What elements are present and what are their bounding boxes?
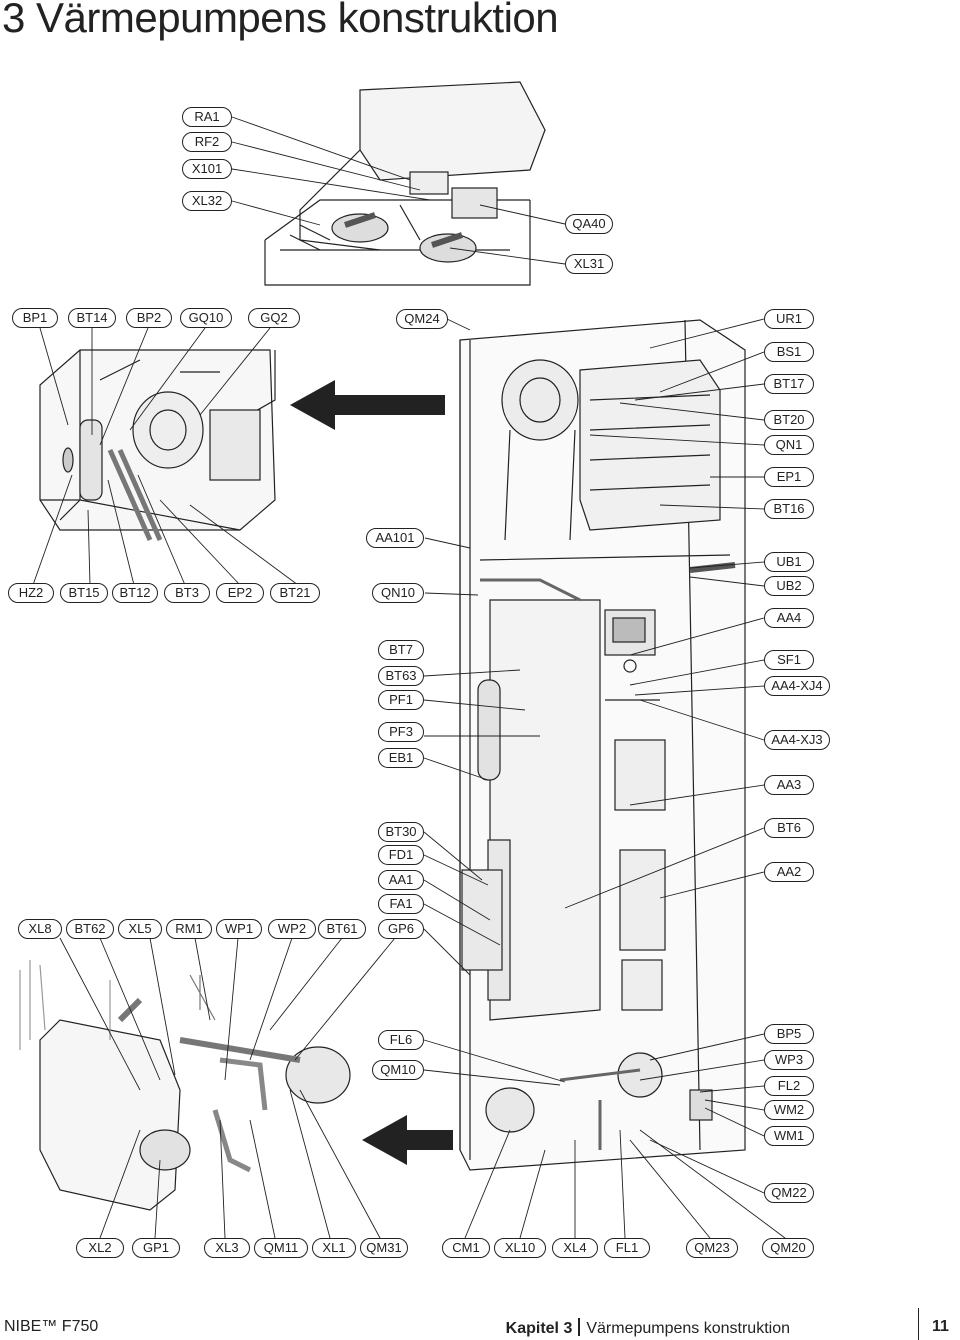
component-label: BT16 xyxy=(764,499,814,519)
component-label: BT12 xyxy=(112,583,158,603)
component-label: BT17 xyxy=(764,374,814,394)
component-label: SF1 xyxy=(764,650,814,670)
component-label: WM1 xyxy=(764,1126,814,1146)
component-label: QM24 xyxy=(396,309,448,329)
leader-lines xyxy=(32,116,786,1239)
component-label: FA1 xyxy=(378,894,424,914)
component-label: GQ2 xyxy=(248,308,300,328)
component-label: RA1 xyxy=(182,107,232,127)
component-label: XL10 xyxy=(494,1238,546,1258)
component-label: FL6 xyxy=(378,1030,424,1050)
component-label: BT62 xyxy=(66,919,114,939)
component-label: QM22 xyxy=(764,1183,814,1203)
component-label: QN10 xyxy=(372,583,424,603)
component-label: XL8 xyxy=(18,919,62,939)
footer-chapter: Kapitel 3 xyxy=(505,1320,573,1337)
arrow-left-lower-icon xyxy=(362,1115,453,1165)
component-label: EP2 xyxy=(216,583,264,603)
component-label: BT3 xyxy=(164,583,210,603)
component-label: X101 xyxy=(182,159,232,179)
component-label: PF3 xyxy=(378,722,424,742)
component-label: BT21 xyxy=(270,583,320,603)
component-label: BP1 xyxy=(12,308,58,328)
footer-chapter-info: Kapitel 3 Värmepumpens konstruktion xyxy=(506,1318,790,1338)
component-label: FL2 xyxy=(764,1076,814,1096)
component-label: RF2 xyxy=(182,132,232,152)
component-label: XL4 xyxy=(552,1238,598,1258)
main-cabinet-illustration xyxy=(459,319,746,1171)
component-label: AA1 xyxy=(378,870,424,890)
footer-product: NIBE™ F750 xyxy=(4,1318,99,1335)
component-label: AA4-XJ3 xyxy=(764,730,830,750)
compressor-module-illustration xyxy=(39,349,276,542)
component-label: BT20 xyxy=(764,410,814,430)
component-label: QM10 xyxy=(372,1060,424,1080)
component-label: UB1 xyxy=(764,552,814,572)
component-label: UB2 xyxy=(764,576,814,596)
component-label: XL5 xyxy=(118,919,162,939)
page-number-divider xyxy=(918,1308,919,1340)
component-label: WP3 xyxy=(764,1050,814,1070)
pipe-module-illustration xyxy=(19,960,351,1211)
component-label: BS1 xyxy=(764,342,814,362)
component-label: BT63 xyxy=(378,666,424,686)
component-label: HZ2 xyxy=(8,583,54,603)
top-cover-illustration xyxy=(264,81,546,286)
component-label: PF1 xyxy=(378,690,424,710)
component-label: GP1 xyxy=(132,1238,180,1258)
component-label: BT30 xyxy=(378,822,424,842)
component-label: WP2 xyxy=(268,919,316,939)
component-label: UR1 xyxy=(764,309,814,329)
component-label: XL3 xyxy=(204,1238,250,1258)
component-label: BT15 xyxy=(60,583,108,603)
page-title: 3 Värmepumpens konstruktion xyxy=(2,0,559,41)
component-label: AA4-XJ4 xyxy=(764,676,830,696)
component-label: BP2 xyxy=(126,308,172,328)
component-label: EP1 xyxy=(764,467,814,487)
component-label: CM1 xyxy=(442,1238,490,1258)
component-label: BT7 xyxy=(378,640,424,660)
component-label: FL1 xyxy=(604,1238,650,1258)
component-label: AA101 xyxy=(366,528,424,548)
component-label: XL1 xyxy=(312,1238,356,1258)
page-number-box: 11 xyxy=(920,1308,960,1340)
component-label: BP5 xyxy=(764,1024,814,1044)
component-label: GQ10 xyxy=(180,308,232,328)
component-label: GP6 xyxy=(378,919,424,939)
arrow-left-upper-icon xyxy=(290,380,445,430)
component-label: QM31 xyxy=(360,1238,408,1258)
component-label: QN1 xyxy=(764,435,814,455)
component-label: AA3 xyxy=(764,775,814,795)
component-label: XL32 xyxy=(182,191,232,211)
page-number: 11 xyxy=(932,1318,949,1335)
component-label: RM1 xyxy=(166,919,212,939)
component-label: BT6 xyxy=(764,818,814,838)
component-label: WM2 xyxy=(764,1100,814,1120)
component-label: BT61 xyxy=(318,919,366,939)
component-label: AA4 xyxy=(764,608,814,628)
component-label: EB1 xyxy=(378,748,424,768)
component-label: XL31 xyxy=(565,254,613,274)
component-label: AA2 xyxy=(764,862,814,882)
component-label: QA40 xyxy=(565,214,613,234)
component-label: QM20 xyxy=(762,1238,814,1258)
component-label: BT14 xyxy=(68,308,116,328)
footer-divider xyxy=(578,1318,581,1336)
component-label: WP1 xyxy=(216,919,262,939)
component-label: FD1 xyxy=(378,845,424,865)
component-label: QM23 xyxy=(686,1238,738,1258)
component-label: QM11 xyxy=(254,1238,308,1258)
component-label: XL2 xyxy=(76,1238,124,1258)
footer-section: Värmepumpens konstruktion xyxy=(586,1320,790,1337)
